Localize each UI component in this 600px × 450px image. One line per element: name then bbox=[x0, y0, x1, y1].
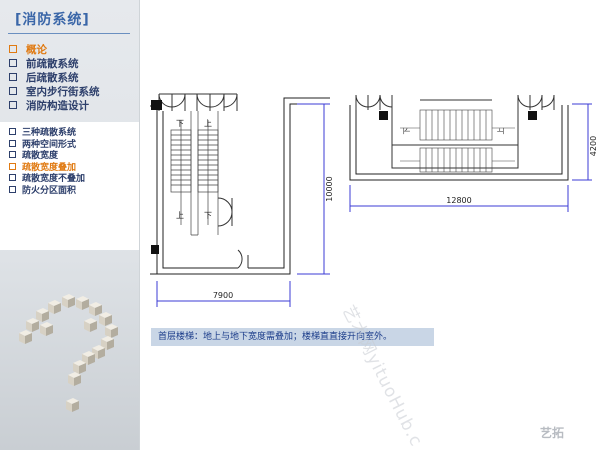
subnav-item-label: 两种空间形式 bbox=[22, 139, 77, 150]
brand-logo: 艺拓 bbox=[540, 426, 565, 440]
nav-item-label: 后疏散系统 bbox=[26, 71, 79, 84]
dim-line-right-width bbox=[349, 185, 569, 212]
subnav-item-label: 三种疏散系统 bbox=[22, 128, 77, 139]
sub-nav: 三种疏散系统 两种空间形式 疏散宽度 疏散宽度叠加 疏散宽度不叠加 防火分区面积 bbox=[9, 126, 85, 196]
nav-item-construction-design[interactable]: 消防构造设计 bbox=[9, 98, 100, 112]
checkbox-icon bbox=[9, 45, 17, 53]
left-stair-flights bbox=[170, 111, 219, 236]
main-nav: 概论 前疏散系统 后疏散系统 室内步行街系统 消防构造设计 bbox=[9, 42, 100, 112]
checkbox-icon bbox=[9, 59, 17, 67]
subnav-item-width-no-overlay[interactable]: 疏散宽度不叠加 bbox=[9, 172, 85, 184]
dim-line-right-height bbox=[572, 103, 592, 181]
stair-plan-drawing: 7900 10000 12800 4200 下 上 上 下 下 上 bbox=[150, 93, 598, 307]
dim-line-left-width bbox=[156, 281, 291, 307]
checkbox-icon bbox=[9, 162, 16, 170]
dim-label-right-width: 12800 bbox=[446, 196, 471, 205]
sidebar: [消防系统] 概论 前疏散系统 后疏散系统 室内步行街系统 消防构造设计 三种疏… bbox=[0, 0, 140, 450]
nav-item-label: 前疏散系统 bbox=[26, 57, 79, 70]
nav-item-indoor-street[interactable]: 室内步行街系统 bbox=[9, 84, 100, 98]
checkbox-icon bbox=[9, 73, 17, 81]
subnav-item-three-systems[interactable]: 三种疏散系统 bbox=[9, 126, 85, 138]
section-title: [消防系统] bbox=[15, 12, 90, 28]
dim-label-right-height: 4200 bbox=[589, 136, 598, 156]
stair-label-up-right: 上 bbox=[496, 128, 505, 135]
checkbox-icon bbox=[9, 174, 16, 182]
subnav-item-label: 防火分区面积 bbox=[22, 185, 77, 196]
nav-item-label: 消防构造设计 bbox=[26, 99, 89, 112]
subnav-item-fire-zone-area[interactable]: 防火分区面积 bbox=[9, 184, 85, 196]
dim-label-left-width: 7900 bbox=[213, 291, 233, 300]
left-plan-doors bbox=[158, 93, 238, 111]
sidebar-submenu-panel bbox=[0, 122, 139, 250]
nav-item-rear-evacuation[interactable]: 后疏散系统 bbox=[9, 70, 100, 84]
drawing-caption: 首层楼梯：地上与地下宽度需叠加；楼梯直直接开向室外。 bbox=[151, 328, 434, 346]
subnav-item-width-overlay[interactable]: 疏散宽度叠加 bbox=[9, 161, 85, 173]
subnav-item-two-space-forms[interactable]: 两种空间形式 bbox=[9, 138, 85, 150]
nav-item-label: 室内步行街系统 bbox=[26, 85, 100, 98]
stair-label-up-left: 上 bbox=[204, 119, 212, 128]
dim-line-left-height bbox=[297, 103, 330, 275]
stair-label-down-left: 下 bbox=[176, 119, 184, 128]
checkbox-icon bbox=[9, 139, 16, 147]
left-plan-walls bbox=[150, 103, 330, 275]
right-plan-doors bbox=[355, 94, 555, 169]
subnav-item-label: 疏散宽度 bbox=[22, 151, 59, 162]
subnav-item-label: 疏散宽度不叠加 bbox=[22, 174, 86, 185]
checkbox-icon bbox=[9, 128, 16, 136]
title-divider bbox=[8, 33, 130, 34]
subnav-item-evacuation-width[interactable]: 疏散宽度 bbox=[9, 149, 85, 161]
checkbox-icon bbox=[9, 87, 17, 95]
subnav-item-label: 疏散宽度叠加 bbox=[22, 162, 77, 173]
nav-item-overview[interactable]: 概论 bbox=[9, 42, 100, 56]
stair-label-down-right: 下 bbox=[403, 128, 411, 135]
right-plan-walls bbox=[349, 105, 569, 181]
right-stair-flights bbox=[400, 109, 515, 173]
checkbox-icon bbox=[9, 101, 17, 109]
dim-label-left-height: 10000 bbox=[325, 176, 334, 201]
nav-item-front-evacuation[interactable]: 前疏散系统 bbox=[9, 56, 100, 70]
nav-item-label: 概论 bbox=[26, 43, 47, 56]
stair-label-up-lower: 上 bbox=[176, 211, 184, 220]
checkbox-icon bbox=[9, 185, 16, 193]
checkbox-icon bbox=[9, 151, 16, 159]
stair-label-down-lower: 下 bbox=[204, 211, 212, 220]
cube-question-mark-image bbox=[19, 294, 118, 412]
